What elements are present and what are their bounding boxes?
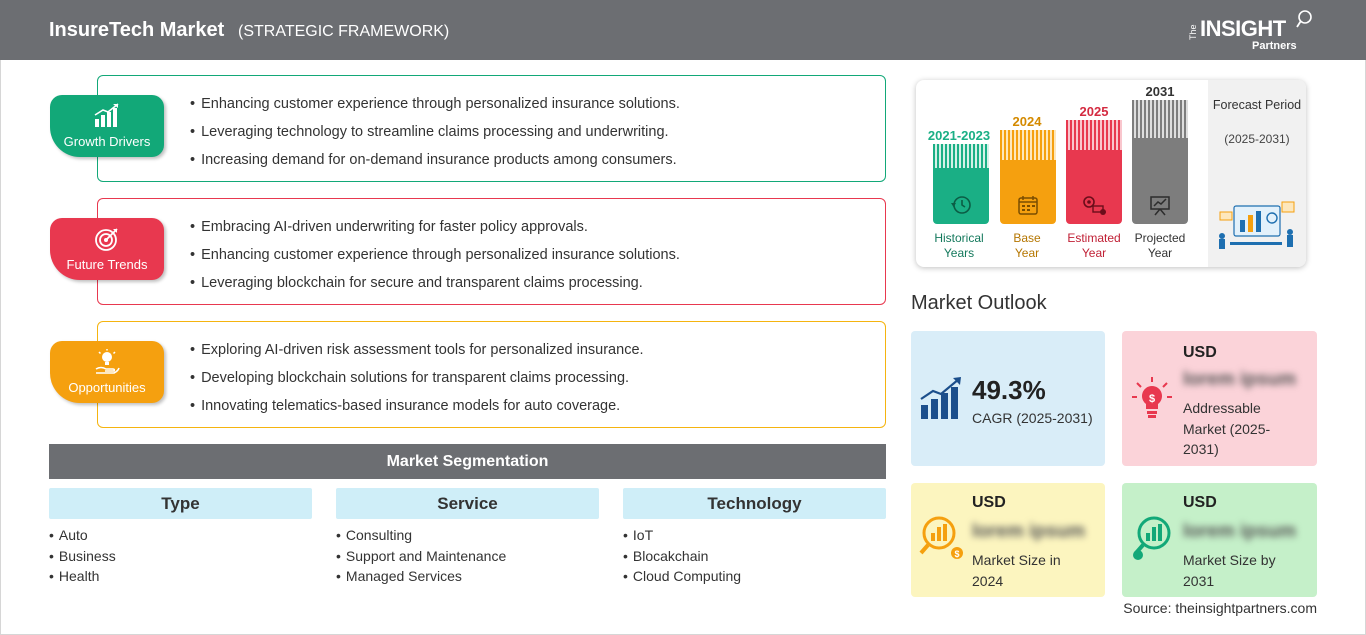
lightbulb-dollar-icon: $ xyxy=(1132,377,1172,418)
growth-drivers-box: Enhancing customer experience through pe… xyxy=(97,75,886,182)
segment-heading: Technology xyxy=(623,488,886,519)
list-item: Developing blockchain solutions for tran… xyxy=(190,368,644,396)
timeline-bar-estimated xyxy=(1066,120,1122,224)
segment-heading: Service xyxy=(336,488,599,519)
market-outlook-title: Market Outlook xyxy=(911,292,1047,314)
timeline-label-estimated: Estimated Year xyxy=(1067,231,1121,260)
analytics-team-illustration xyxy=(1219,201,1295,249)
magnifier-chart-icon: $ xyxy=(919,516,963,559)
opportunities-list: Exploring AI-driven risk assessment tool… xyxy=(190,340,644,424)
size-2031-usd: USD xyxy=(1183,494,1217,511)
size-2024-value: lorem ipsum xyxy=(972,521,1085,542)
logo-insight: INSIGHT xyxy=(1200,16,1286,41)
future-trends-list: Embracing AI-driven underwriting for fas… xyxy=(190,217,680,301)
growth-chart-icon xyxy=(94,103,119,127)
timeline-label-historical: Historical Years xyxy=(934,231,984,260)
forecast-range: (2025-2031) xyxy=(1224,132,1290,146)
timeline-year-projected: 2031 xyxy=(1145,84,1175,99)
segment-column-type: Type Auto Business Health xyxy=(49,488,312,587)
timeline-bar-historical xyxy=(933,144,989,224)
opportunities-box: Exploring AI-driven risk assessment tool… xyxy=(97,321,886,428)
opportunities-label: Opportunities xyxy=(68,380,146,395)
cagr-card: 49.3% CAGR (2025-2031) xyxy=(911,331,1105,466)
addressable-market-card: $ USD lorem ipsum Addressable Market (20… xyxy=(1122,331,1317,466)
logo-partners: Partners xyxy=(1252,40,1297,52)
list-item: Enhancing customer experience through pe… xyxy=(190,94,680,122)
magnifier-chart-icon xyxy=(1133,516,1171,560)
segmentation-header: Market Segmentation xyxy=(49,444,886,479)
timeline-year-base: 2024 xyxy=(1012,114,1042,129)
segment-item: Business xyxy=(49,546,312,567)
list-item: Exploring AI-driven risk assessment tool… xyxy=(190,340,643,368)
timeline-bar-projected xyxy=(1132,100,1188,224)
future-trends-box: Embracing AI-driven underwriting for fas… xyxy=(97,198,886,305)
growth-drivers-tag: Growth Drivers xyxy=(50,95,164,157)
segment-column-technology: Technology IoT Blocakchain Cloud Computi… xyxy=(623,488,886,587)
page-header: InsureTech Market (STRATEGIC FRAMEWORK) … xyxy=(0,0,1366,60)
segment-item: Support and Maintenance xyxy=(336,546,599,567)
list-item: Enhancing customer experience through pe… xyxy=(190,245,680,273)
list-item: Leveraging technology to streamline clai… xyxy=(190,122,680,150)
segment-item: Blocakchain xyxy=(623,546,886,567)
segment-item: Health xyxy=(49,566,312,587)
list-item: Leveraging blockchain for secure and tra… xyxy=(190,273,680,301)
lightbulb-hand-icon xyxy=(95,349,120,374)
timeline-card: 2021-2023 Historical Years 2024 Base Yea… xyxy=(916,80,1306,267)
size-2024-usd: USD xyxy=(972,494,1006,511)
addressable-usd: USD xyxy=(1183,344,1217,361)
target-icon xyxy=(95,228,118,251)
svg-text:$: $ xyxy=(954,549,959,559)
logo-the: The xyxy=(1188,24,1198,40)
market-size-2024-card: $ USD lorem ipsum Market Size in 2024 xyxy=(911,483,1105,597)
segment-column-service: Service Consulting Support and Maintenan… xyxy=(336,488,599,587)
market-size-2031-card: USD lorem ipsum Market Size by 2031 xyxy=(1122,483,1317,597)
segment-item: IoT xyxy=(623,525,886,546)
gear-money-icon xyxy=(1083,196,1106,215)
size-2031-label: Market Size by 2031 xyxy=(1183,552,1276,589)
calendar-icon xyxy=(1018,196,1038,215)
source-text: Source: theinsightpartners.com xyxy=(1123,600,1317,616)
opportunities-tag: Opportunities xyxy=(50,341,164,403)
size-2031-value: lorem ipsum xyxy=(1183,521,1296,542)
segment-item: Auto xyxy=(49,525,312,546)
segment-heading: Type xyxy=(49,488,312,519)
timeline-year-estimated: 2025 xyxy=(1079,104,1109,119)
cagr-label: CAGR (2025-2031) xyxy=(972,410,1093,426)
future-trends-tag: Future Trends xyxy=(50,218,164,280)
list-item: Increasing demand for on-demand insuranc… xyxy=(190,150,680,178)
timeline-bar-base xyxy=(1000,130,1056,224)
timeline-year-historical: 2021-2023 xyxy=(927,128,991,143)
svg-text:$: $ xyxy=(1149,393,1155,405)
growth-chart-icon xyxy=(920,377,961,419)
addressable-value: lorem ipsum xyxy=(1183,369,1296,390)
timeline-label-base: Base Year xyxy=(1013,231,1041,260)
addressable-label: Addressable Market (2025-2031) xyxy=(1183,400,1271,457)
segment-item: Managed Services xyxy=(336,566,599,587)
timeline-label-projected: Projected Year xyxy=(1134,231,1186,260)
cagr-value: 49.3% xyxy=(972,375,1046,405)
future-trends-label: Future Trends xyxy=(66,257,148,272)
history-icon xyxy=(951,196,971,214)
growth-drivers-label: Growth Drivers xyxy=(63,134,151,149)
page-subtitle: (STRATEGIC FRAMEWORK) xyxy=(238,23,450,40)
segment-item: Consulting xyxy=(336,525,599,546)
insight-partners-logo: The INSIGHT Partners xyxy=(1188,10,1318,54)
list-item: Embracing AI-driven underwriting for fas… xyxy=(190,217,680,245)
list-item: Innovating telematics-based insurance mo… xyxy=(190,396,644,424)
size-2024-label: Market Size in 2024 xyxy=(972,552,1061,589)
forecast-title: Forecast Period xyxy=(1212,98,1302,112)
presentation-icon xyxy=(1150,196,1170,216)
page-title: InsureTech Market xyxy=(49,19,225,41)
growth-drivers-list: Enhancing customer experience through pe… xyxy=(190,94,680,178)
segment-item: Cloud Computing xyxy=(623,566,886,587)
logo-magnifier-icon xyxy=(1296,10,1312,28)
